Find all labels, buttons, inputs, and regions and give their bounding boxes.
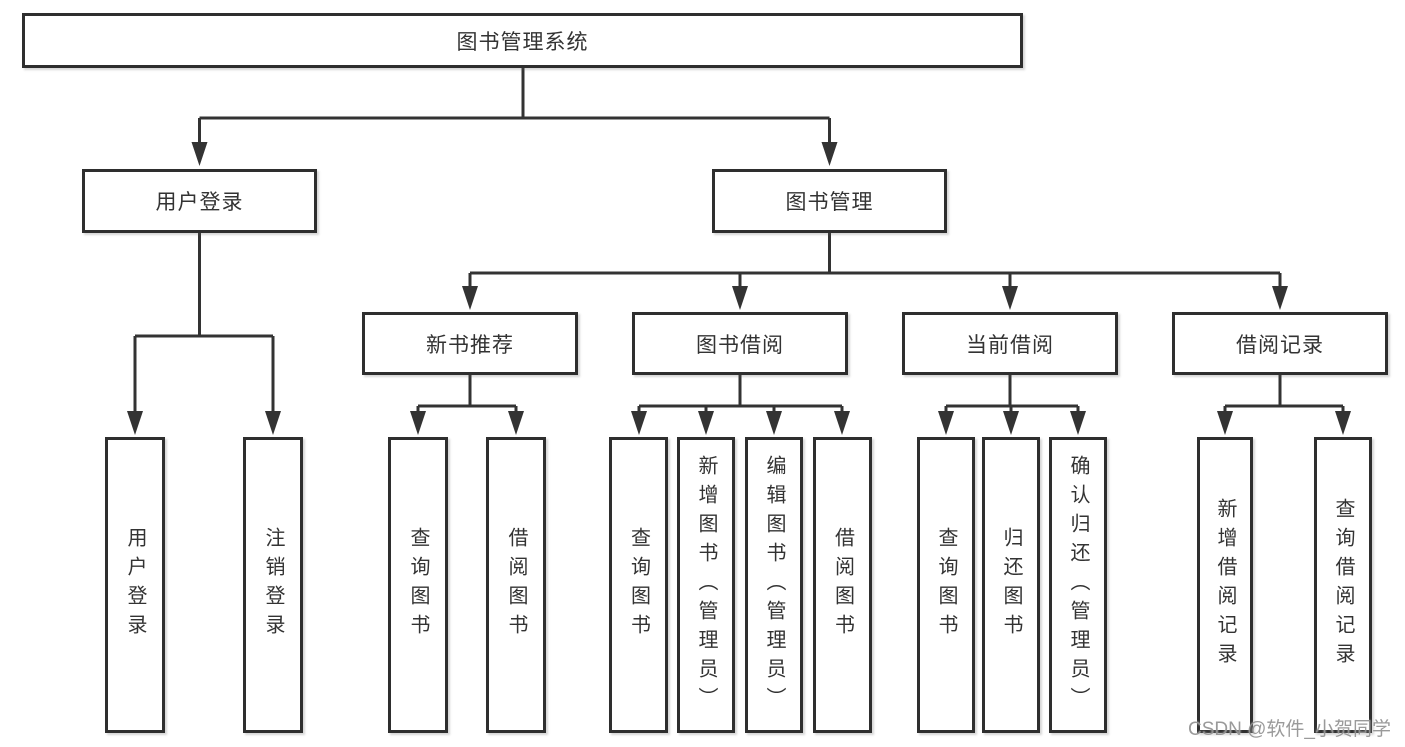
connector-book-management	[468, 233, 1282, 288]
arrowhead	[127, 411, 143, 435]
arrowhead	[698, 411, 714, 435]
arrowhead	[410, 411, 426, 435]
leaf-label: 编辑图书（管理员）	[763, 454, 785, 716]
leaf-label: 新增图书（管理员）	[695, 454, 717, 716]
node-new-book-recommend: 新书推荐	[362, 312, 578, 375]
leaf-label: 归还图书	[1000, 527, 1022, 643]
node-label: 图书借阅	[696, 333, 784, 357]
node-book-borrow: 图书借阅	[632, 312, 848, 375]
leaf-borrow-books-recommend: 借阅图书	[486, 437, 546, 733]
leaf-edit-books-admin: 编辑图书（管理员）	[745, 437, 803, 733]
arrowhead	[821, 142, 838, 166]
node-label: 图书管理	[785, 191, 874, 214]
node-book-management: 图书管理	[712, 169, 947, 233]
arrowhead	[1335, 411, 1351, 435]
leaf-label: 借阅图书	[831, 527, 854, 643]
leaf-borrow-books: 借阅图书	[813, 437, 872, 733]
arrowheads	[127, 142, 1351, 435]
leaf-add-borrow-record: 新增借阅记录	[1197, 437, 1253, 733]
arrowhead	[732, 286, 748, 310]
node-label: 新书推荐	[426, 333, 514, 357]
arrowhead	[462, 286, 478, 310]
arrowhead	[1003, 411, 1019, 435]
leaf-query-borrow-record: 查询借阅记录	[1314, 437, 1372, 733]
node-label: 当前借阅	[966, 333, 1054, 357]
connector-book-borrow	[637, 375, 844, 413]
leaf-query-books: 查询图书	[609, 437, 668, 733]
node-current-borrow: 当前借阅	[902, 312, 1118, 375]
connector-root	[198, 68, 831, 144]
node-library-management-system: 图书管理系统	[22, 13, 1023, 68]
leaf-label: 查询图书	[627, 527, 650, 643]
node-user-login: 用户登录	[82, 169, 317, 233]
connector-borrow-records	[1223, 375, 1345, 413]
leaf-logout: 注销登录	[243, 437, 303, 733]
arrowhead	[766, 411, 782, 435]
leaf-label: 查询借阅记录	[1332, 498, 1354, 672]
arrowhead	[1217, 411, 1233, 435]
leaf-user-login: 用户登录	[105, 437, 165, 733]
leaf-return-books: 归还图书	[982, 437, 1040, 733]
leaf-label: 查询图书	[935, 527, 957, 643]
node-label: 借阅记录	[1236, 333, 1324, 357]
node-label: 用户登录	[155, 191, 244, 214]
leaf-query-books-current: 查询图书	[917, 437, 975, 733]
arrowhead	[631, 411, 647, 435]
connector-current-borrow	[944, 375, 1080, 413]
node-borrow-records: 借阅记录	[1172, 312, 1388, 375]
leaf-label: 新增借阅记录	[1214, 498, 1236, 672]
leaf-label: 注销登录	[262, 527, 284, 643]
arrowhead	[1272, 286, 1288, 310]
arrowhead	[1002, 286, 1018, 310]
arrowhead	[265, 411, 281, 435]
leaf-label: 查询图书	[407, 527, 429, 643]
arrowhead	[834, 411, 850, 435]
leaf-label: 确认归还（管理员）	[1067, 454, 1089, 716]
leaf-query-books-recommend: 查询图书	[388, 437, 448, 733]
arrowhead	[191, 142, 208, 166]
node-label: 图书管理系统	[456, 30, 589, 54]
arrowhead	[1070, 411, 1086, 435]
leaf-add-books-admin: 新增图书（管理员）	[677, 437, 735, 733]
leaf-confirm-return-admin: 确认归还（管理员）	[1049, 437, 1107, 733]
connector-user-login	[133, 233, 275, 413]
csdn-watermark: CSDN @软件_小贺同学	[1188, 719, 1391, 740]
leaf-label: 用户登录	[124, 527, 146, 643]
arrowhead	[508, 411, 524, 435]
connector-new-book-recommend	[416, 375, 518, 413]
leaf-label: 借阅图书	[505, 527, 527, 643]
arrowhead	[938, 411, 954, 435]
